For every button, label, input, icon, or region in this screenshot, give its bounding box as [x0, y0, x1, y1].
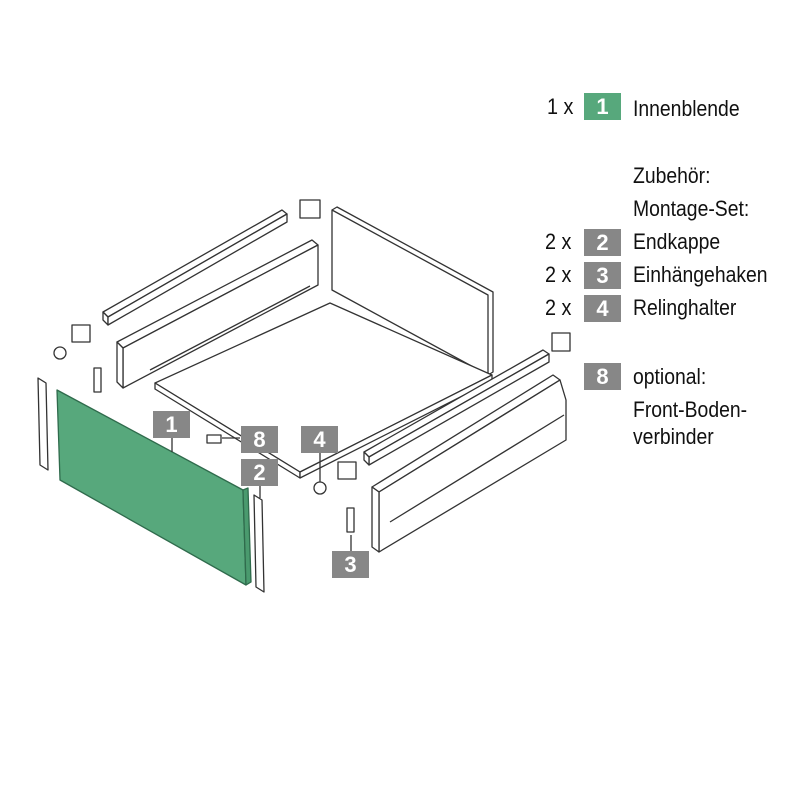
- callout-2: 2: [241, 459, 278, 486]
- item-qty: 2 x: [545, 229, 572, 254]
- left-front-fitting: [37, 377, 49, 471]
- item-label: Einhängehaken: [633, 262, 768, 287]
- set-heading: Montage-Set:: [633, 196, 750, 221]
- hanging-hook-part: [93, 367, 102, 393]
- accessories-heading: Zubehör:: [633, 163, 711, 188]
- optional-line1: Front-Boden-: [633, 397, 748, 422]
- main-label: Innenblende: [633, 96, 740, 121]
- callout-1: 1: [153, 411, 190, 438]
- railing-holder-part: [53, 346, 67, 360]
- main-qty: 1 x: [547, 94, 574, 119]
- optional-line2: verbinder: [633, 424, 714, 449]
- callout-3: 3: [332, 551, 369, 578]
- legend-badge-1: 1: [584, 93, 621, 120]
- item-qty: 2 x: [545, 295, 572, 320]
- hanging-hook-part: [346, 507, 355, 533]
- endcap-fitting: [253, 494, 265, 593]
- legend-badge-4: 4: [584, 295, 621, 322]
- callout-8: 8: [241, 426, 278, 453]
- optional-label: optional:: [633, 364, 707, 389]
- legend-badge-8: 8: [584, 363, 621, 390]
- endcap-part: [71, 324, 91, 343]
- item-qty: 2 x: [545, 262, 572, 287]
- callout-4: 4: [301, 426, 338, 453]
- hook-part: [551, 332, 571, 352]
- endcap-part: [337, 461, 357, 480]
- railing-holder-part: [313, 481, 327, 495]
- front-bottom-connector: [206, 434, 222, 444]
- legend-badge-2: 2: [584, 229, 621, 256]
- hook-part: [299, 199, 321, 219]
- legend-badge-3: 3: [584, 262, 621, 289]
- item-label: Relinghalter: [633, 295, 737, 320]
- item-label: Endkappe: [633, 229, 721, 254]
